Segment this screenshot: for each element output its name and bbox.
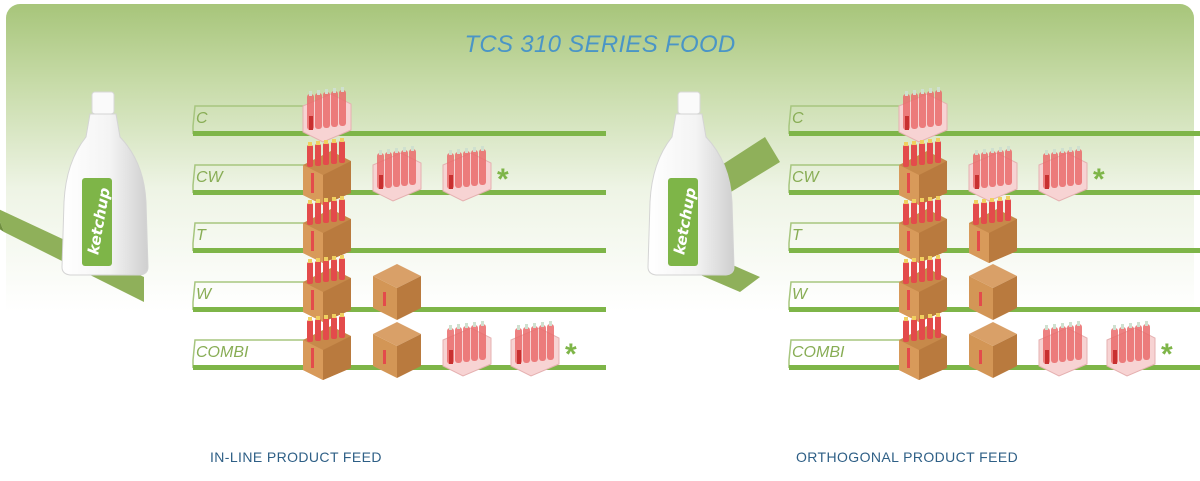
- open-tray-pack: [969, 196, 1017, 263]
- closed-case: [373, 264, 421, 320]
- open-tray-pack: [899, 313, 947, 380]
- row-bracket: [788, 222, 901, 251]
- shrink-pack: [898, 87, 948, 143]
- row-bracket: [192, 281, 305, 310]
- row-label-w: W: [196, 286, 212, 303]
- shrink-pack: [372, 146, 422, 202]
- row-label-c: C: [792, 110, 804, 127]
- row-bracket: [788, 339, 901, 368]
- shrink-pack: [1038, 146, 1088, 202]
- row-bracket: [788, 164, 901, 193]
- asterisk-marker: *: [565, 338, 577, 371]
- row-label-t: T: [196, 227, 206, 244]
- shrink-pack: [510, 321, 560, 377]
- shrink-pack: [1106, 321, 1156, 377]
- conveyor-line: [789, 131, 1200, 136]
- open-tray-pack: [303, 196, 351, 263]
- open-tray-pack: [303, 255, 351, 322]
- row-bracket: [788, 105, 901, 134]
- open-tray-pack: [899, 138, 947, 205]
- open-tray-pack: [899, 196, 947, 263]
- shrink-pack: [1038, 321, 1088, 377]
- row-bracket: [192, 222, 305, 251]
- conveyor-line: [193, 248, 606, 253]
- conveyor-line: [193, 131, 606, 136]
- ketchup-bottle-inline: ketchup: [0, 91, 149, 302]
- caption-orthogonal: ORTHOGONAL PRODUCT FEED: [796, 449, 1019, 465]
- row-label-w: W: [792, 286, 808, 303]
- asterisk-marker: *: [1161, 338, 1173, 371]
- row-label-t: T: [792, 227, 802, 244]
- shrink-pack: [442, 146, 492, 202]
- shrink-pack: [442, 321, 492, 377]
- closed-case: [969, 264, 1017, 320]
- row-label-cw: CW: [792, 169, 819, 186]
- open-tray-pack: [303, 313, 351, 380]
- diagram-title: TCS 310 SERIES FOOD: [464, 31, 736, 58]
- caption-inline: IN-LINE PRODUCT FEED: [210, 449, 382, 465]
- row-label-combi: COMBI: [196, 344, 249, 361]
- row-label-cw: CW: [196, 169, 223, 186]
- open-tray-pack: [899, 255, 947, 322]
- row-label-c: C: [196, 110, 208, 127]
- row-label-combi: COMBI: [792, 344, 845, 361]
- open-tray-pack: [303, 138, 351, 205]
- shrink-pack: [968, 146, 1018, 202]
- asterisk-marker: *: [497, 163, 509, 196]
- ketchup-bottle-orthogonal: ketchup: [647, 91, 780, 292]
- row-bracket: [788, 281, 901, 310]
- row-bracket: [192, 105, 305, 134]
- closed-case: [969, 322, 1017, 378]
- shrink-pack: [302, 87, 352, 143]
- asterisk-marker: *: [1093, 163, 1105, 196]
- row-bracket: [192, 339, 305, 368]
- row-bracket: [192, 164, 305, 193]
- closed-case: [373, 322, 421, 378]
